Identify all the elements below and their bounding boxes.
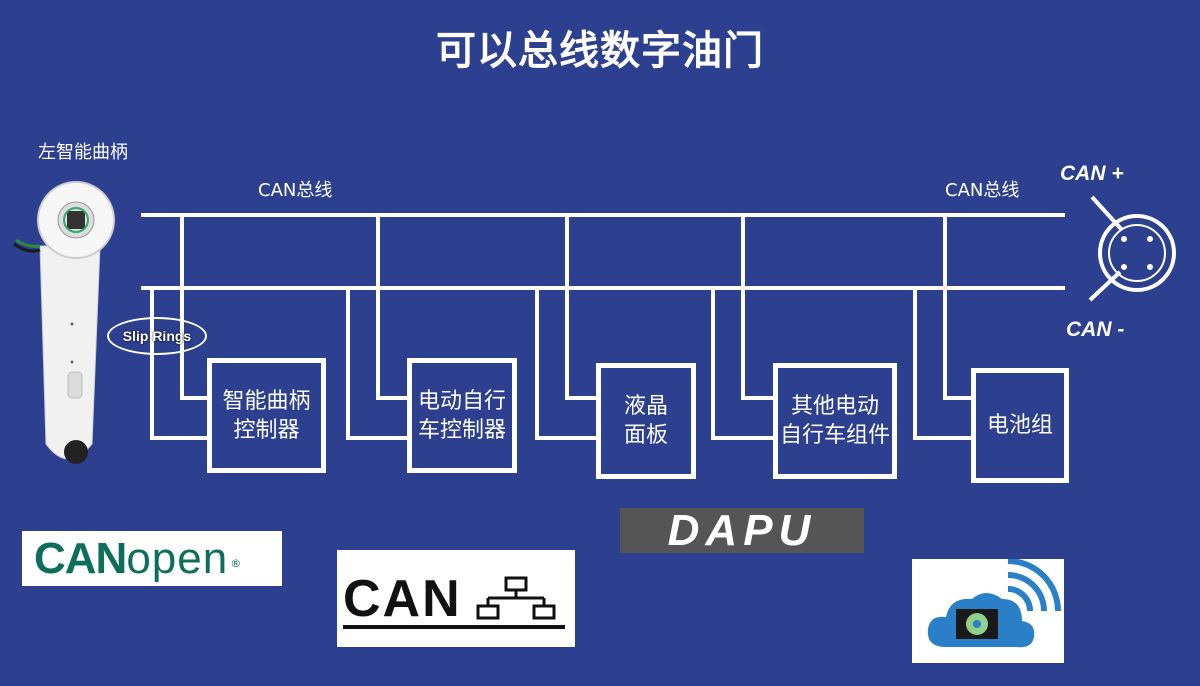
node5-low-drop <box>913 286 976 440</box>
canopen-logo-light: open <box>126 533 229 583</box>
network-icon <box>476 576 556 619</box>
can-minus-label: CAN - <box>1066 318 1125 341</box>
node2-high-drop <box>376 213 412 400</box>
canopen-logo-registered: ® <box>230 557 242 570</box>
node-ebike-controller-line1: 电动自行 <box>417 388 506 414</box>
node-ebike-controller-line2: 车控制器 <box>417 417 506 443</box>
can-plus-label: CAN + <box>1060 162 1124 185</box>
crank-label: 左智能曲柄 <box>38 142 128 163</box>
node-ebike-controller: 电动自行 车控制器 <box>407 358 517 473</box>
node-crank-controller: 智能曲柄 控制器 <box>207 358 326 473</box>
node-lcd-panel-line2: 面板 <box>623 423 668 448</box>
can-bus-label-right: CAN总线 <box>945 180 1020 201</box>
canopen-logo: CAN open ® <box>22 531 282 586</box>
node1-high-drop <box>180 213 212 400</box>
page-title: 可以总线数字油门 <box>436 28 764 74</box>
node4-high-drop <box>741 213 778 400</box>
cloud-wifi-icon <box>927 558 1061 648</box>
node3-low-drop <box>535 286 601 440</box>
dapu-logo: DAPU <box>620 505 864 555</box>
node-battery-pack: 电池组 <box>971 368 1069 483</box>
node2-low-drop <box>346 286 412 440</box>
node3-high-drop <box>565 213 601 400</box>
dapu-logo-text: DAPU <box>667 505 817 555</box>
can-bus-label-left: CAN总线 <box>258 180 333 201</box>
node-crank-controller-line1: 智能曲柄 <box>222 388 311 414</box>
can-logo-underline <box>343 625 565 629</box>
node-lcd-panel-line1: 液晶 <box>623 394 668 419</box>
node-other-components-line1: 其他电动 <box>790 394 879 419</box>
slip-rings-label: Slip Rings <box>107 317 207 355</box>
node-other-components: 其他电动 自行车组件 <box>773 363 897 479</box>
node4-low-drop <box>711 286 778 440</box>
cloud-wireless-logo <box>912 558 1064 663</box>
connector-icon <box>1088 195 1176 302</box>
canopen-logo-bold: CAN <box>34 533 127 583</box>
node-other-components-line2: 自行车组件 <box>779 423 890 448</box>
can-logo-text: CAN <box>343 569 462 628</box>
node-lcd-panel: 液晶 面板 <box>596 363 696 479</box>
node-crank-controller-line2: 控制器 <box>233 417 300 443</box>
smart-crank-illustration <box>13 181 115 464</box>
node-battery-pack-line1: 电池组 <box>986 413 1053 438</box>
node5-high-drop <box>943 213 976 400</box>
can-logo: CAN <box>337 550 575 647</box>
